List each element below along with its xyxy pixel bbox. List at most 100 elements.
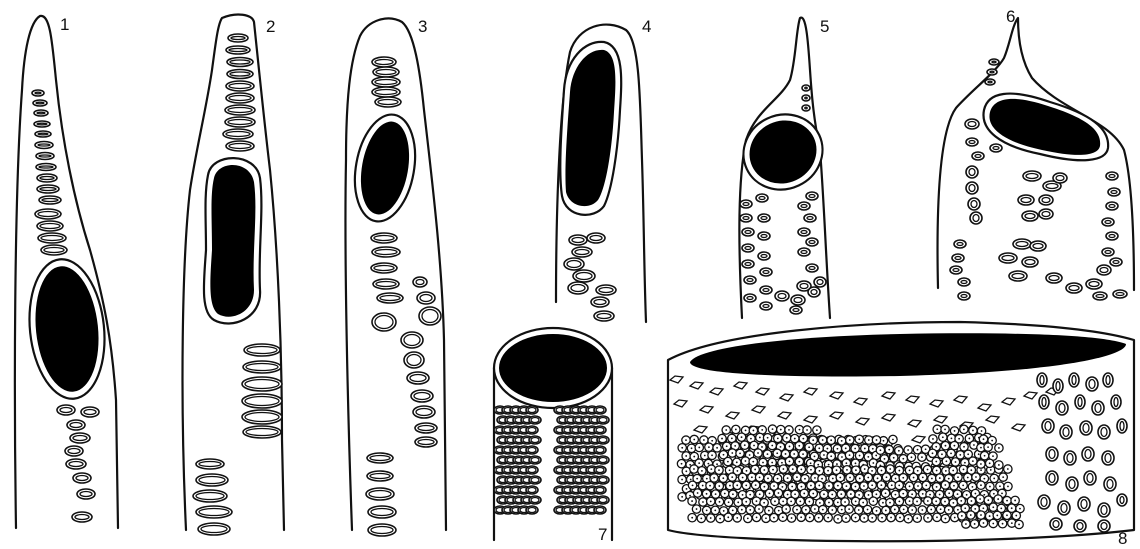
squamous-cell — [912, 436, 925, 443]
cell-nucleus — [823, 493, 825, 495]
gland-lumen — [811, 290, 817, 295]
cell-nucleus — [771, 462, 773, 464]
cell-nucleus — [911, 509, 913, 511]
gland-lumen — [38, 144, 50, 146]
cell-nucleus — [812, 439, 814, 441]
gland-lumen — [807, 217, 813, 220]
squamous-cell — [804, 388, 817, 395]
cell-nucleus — [844, 501, 846, 503]
cell-nucleus — [948, 509, 950, 511]
cell-nucleus — [803, 493, 805, 495]
cell-nucleus — [763, 469, 765, 471]
gland-lumen — [1120, 497, 1124, 504]
cell-nucleus — [745, 501, 747, 503]
cell-nucleus — [681, 447, 683, 449]
cell-nucleus — [972, 430, 974, 432]
gland-lumen — [988, 81, 992, 83]
panel-8-duct-lumen — [690, 333, 1126, 376]
cell-nucleus — [710, 468, 712, 470]
panel-3: 3 — [345, 17, 446, 536]
cell-nucleus — [974, 493, 976, 495]
cell-nucleus — [983, 522, 985, 524]
cell-nucleus — [907, 518, 909, 520]
gland-lumen — [599, 498, 607, 503]
squamous-cell — [778, 412, 791, 419]
cell-nucleus — [691, 517, 693, 519]
cell-nucleus — [832, 478, 834, 480]
cell-nucleus — [708, 446, 710, 448]
cell-nucleus — [936, 486, 938, 488]
cell-nucleus — [881, 517, 883, 519]
cell-nucleus — [1007, 486, 1009, 488]
cell-nucleus — [796, 476, 798, 478]
squamous-cell — [674, 400, 687, 407]
cell-nucleus — [769, 492, 771, 494]
cell-nucleus — [917, 449, 919, 451]
gland-lumen — [528, 448, 536, 453]
cell-nucleus — [942, 436, 944, 438]
cell-nucleus — [698, 447, 700, 449]
gland-lumen — [801, 231, 807, 234]
cell-nucleus — [913, 477, 915, 479]
cell-nucleus — [891, 484, 893, 486]
cell-nucleus — [810, 462, 812, 464]
gland-lumen — [375, 250, 397, 255]
cell-nucleus — [961, 515, 963, 517]
gland-lumen — [528, 488, 536, 493]
gland-lumen — [1101, 523, 1107, 530]
cell-nucleus — [953, 485, 955, 487]
cell-nucleus — [777, 478, 779, 480]
gland-lumen — [410, 375, 426, 382]
gland-lumen — [968, 122, 976, 127]
gland-lumen — [1040, 376, 1044, 385]
cell-nucleus — [798, 445, 800, 447]
gland-lumen — [1025, 214, 1035, 219]
gland-lumen — [793, 309, 799, 312]
gland-lumen — [378, 100, 398, 105]
gland-lumen — [1033, 244, 1043, 249]
gland-lumen — [599, 478, 607, 483]
squamous-cell — [934, 416, 947, 423]
cell-nucleus — [693, 456, 695, 458]
cell-nucleus — [993, 478, 995, 480]
cell-nucleus — [1011, 522, 1013, 524]
cell-nucleus — [858, 509, 860, 511]
gland-lumen — [971, 201, 977, 208]
gland-lumen — [370, 474, 390, 479]
cell-nucleus — [916, 501, 918, 503]
cell-nucleus — [962, 484, 964, 486]
cell-nucleus — [782, 468, 784, 470]
squamous-cell — [710, 388, 723, 395]
gland-lumen — [370, 456, 390, 461]
cell-nucleus — [745, 429, 747, 431]
gland-lumen — [199, 462, 221, 467]
cell-nucleus — [880, 449, 882, 451]
cell-nucleus — [944, 518, 946, 520]
panel-7-label: 7 — [598, 525, 607, 544]
squamous-cell — [906, 396, 919, 403]
cell-nucleus — [902, 477, 904, 479]
gland-lumen — [1045, 422, 1051, 431]
cell-nucleus — [957, 509, 959, 511]
cell-nucleus — [968, 438, 970, 440]
gland-lumen — [41, 236, 63, 241]
cell-nucleus — [731, 438, 733, 440]
cell-nucleus — [922, 476, 924, 478]
cell-nucleus — [827, 470, 829, 472]
cell-nucleus — [728, 501, 730, 503]
cell-nucleus — [734, 445, 736, 447]
cell-nucleus — [953, 445, 955, 447]
cell-nucleus — [863, 517, 865, 519]
cell-nucleus — [846, 485, 848, 487]
cell-nucleus — [741, 436, 743, 438]
cell-nucleus — [967, 453, 969, 455]
cell-nucleus — [840, 493, 842, 495]
gland-lumen — [39, 166, 53, 168]
cell-nucleus — [794, 493, 796, 495]
cell-nucleus — [763, 486, 765, 488]
gland-lumen — [953, 269, 959, 272]
cell-nucleus — [727, 461, 729, 463]
cell-nucleus — [955, 461, 957, 463]
cell-nucleus — [872, 500, 874, 502]
cell-nucleus — [993, 493, 995, 495]
